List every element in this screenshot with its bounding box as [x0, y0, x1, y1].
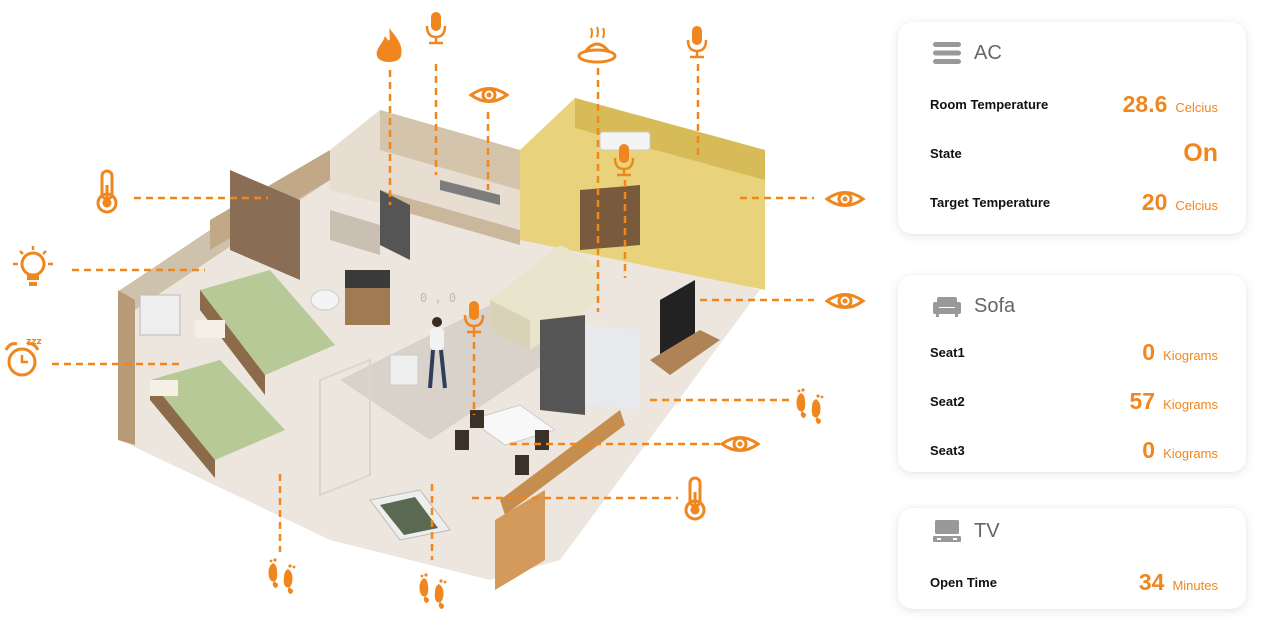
sofa-icon [933, 297, 961, 317]
microphone-icon[interactable] [425, 10, 447, 45]
target-temperature-unit: Celcius [1175, 197, 1218, 213]
ac-icon [933, 42, 961, 64]
footprints-icon[interactable] [268, 558, 296, 594]
origin-coordinate-label: 0 , 0 [420, 291, 457, 305]
eye-icon[interactable] [825, 191, 865, 207]
svg-text:zzz: zzz [26, 337, 42, 347]
seat2-label: Seat2 [930, 393, 965, 409]
seat2-value: 57 [1129, 387, 1156, 414]
food-plate-icon[interactable] [577, 26, 617, 64]
ac-card-header: AC [932, 38, 1002, 68]
sofa-card-title: Sofa [974, 294, 1016, 317]
microphone-icon[interactable] [686, 24, 708, 59]
open-time-label: Open Time [930, 574, 997, 590]
room-temperature-row: Room Temperature 28.6 Celcius [930, 89, 1218, 119]
tv-icon [933, 520, 961, 542]
eye-icon[interactable] [825, 293, 865, 309]
eye-icon[interactable] [720, 436, 760, 452]
seat1-label: Seat1 [930, 344, 965, 360]
seat1-row: Seat1 0 Kiograms [930, 337, 1218, 367]
target-temperature-value: 20 [1141, 188, 1168, 215]
open-time-unit: Minutes [1172, 577, 1218, 593]
tv-card-title: TV [974, 519, 1000, 542]
ac-card-title: AC [974, 41, 1002, 64]
seat3-unit: Kiograms [1163, 445, 1218, 461]
thermometer-icon[interactable] [684, 476, 706, 521]
sofa-card-header: Sofa [932, 291, 1015, 321]
sensor-leader-lines [52, 64, 814, 560]
target-temperature-row: Target Temperature 20 Celcius [930, 187, 1218, 217]
state-row: State On [930, 138, 1218, 168]
footprints-icon[interactable] [419, 573, 447, 609]
seat1-value: 0 [1142, 338, 1156, 365]
state-label: State [930, 145, 962, 161]
seat3-value: 0 [1142, 436, 1156, 463]
seat3-label: Seat3 [930, 442, 965, 458]
tv-card-header: TV [932, 516, 1000, 546]
room-temperature-unit: Celcius [1175, 99, 1218, 115]
target-temperature-label: Target Temperature [930, 194, 1051, 210]
apartment-floorplan [118, 98, 765, 590]
open-time-value: 34 [1138, 568, 1165, 595]
seat2-row: Seat2 57 Kiograms [930, 386, 1218, 416]
seat1-unit: Kiograms [1163, 347, 1218, 363]
lightbulb-icon[interactable] [13, 246, 53, 286]
fire-icon[interactable] [376, 28, 402, 62]
thermometer-icon[interactable] [96, 169, 118, 214]
alarm-clock-icon[interactable]: zzz [4, 337, 42, 377]
eye-icon[interactable] [469, 87, 509, 103]
seat3-row: Seat3 0 Kiograms [930, 435, 1218, 465]
open-time-row: Open Time 34 Minutes [930, 567, 1218, 597]
apartment-scene: zzz 0 , 0 [4, 10, 865, 609]
tv-card: TV Open Time 34 Minutes [898, 508, 1246, 609]
room-temperature-value: 28.6 [1122, 90, 1168, 117]
state-value: On [1183, 138, 1218, 167]
footprints-icon[interactable] [796, 388, 824, 424]
seat2-unit: Kiograms [1163, 396, 1218, 412]
room-temperature-label: Room Temperature [930, 96, 1049, 112]
